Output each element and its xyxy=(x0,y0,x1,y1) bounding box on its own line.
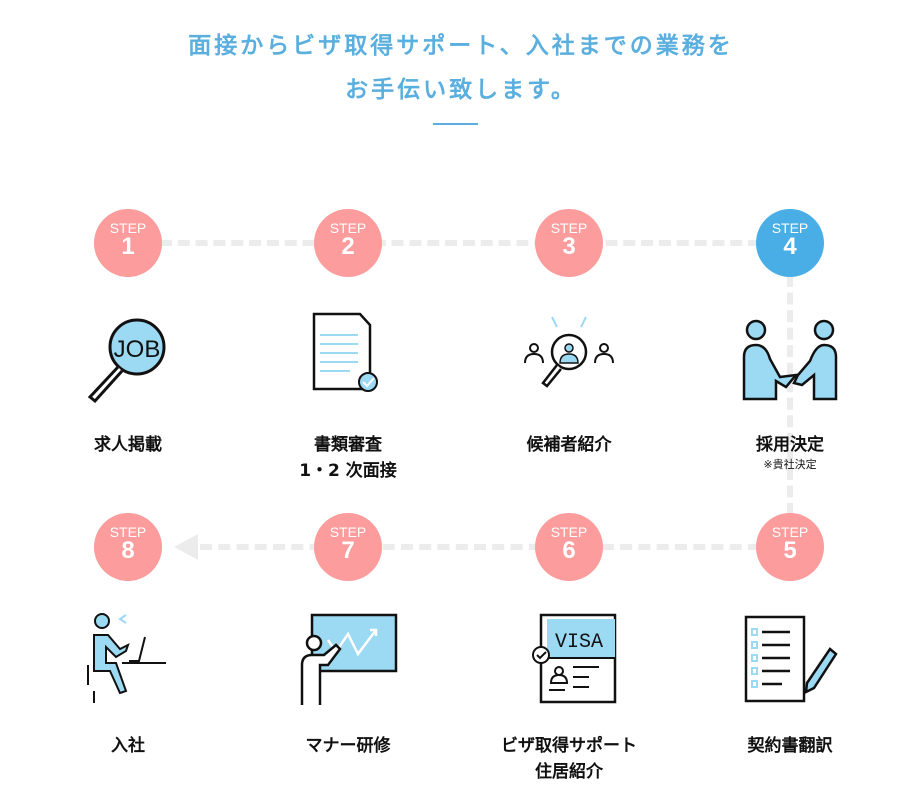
step-label-4: 採用決定※貴社決定 xyxy=(680,432,900,472)
job-search-icon: JOB xyxy=(87,318,166,404)
svg-text:JOB: JOB xyxy=(114,336,161,363)
svg-text:VISA: VISA xyxy=(555,631,603,654)
step-label-5: 契約書翻訳 xyxy=(747,736,833,756)
connector-row-1 xyxy=(160,240,760,246)
handshake-icon xyxy=(742,319,838,401)
step-label-1: 求人掲載 xyxy=(94,435,162,455)
heading-line-1: 面接からビザ取得サポート、入社までの業務を xyxy=(188,33,734,59)
contract-pen-icon xyxy=(744,615,838,703)
office-worker-icon xyxy=(87,613,166,703)
step-label-6: ビザ取得サポート住居紹介 xyxy=(501,736,637,782)
heading-divider xyxy=(433,123,478,125)
step-label-8: 入社 xyxy=(111,736,145,756)
step-label-7: マナー研修 xyxy=(305,736,391,756)
step-note-4: ※貴社決定 xyxy=(763,458,817,471)
step-label-3: 候補者紹介 xyxy=(526,435,612,455)
heading-line-2: お手伝い致します。 xyxy=(345,77,577,103)
arrow-left-icon xyxy=(174,534,198,560)
candidate-search-icon xyxy=(524,316,614,388)
document-check-icon xyxy=(312,312,378,392)
visa-card-icon: VISA xyxy=(532,613,617,704)
connector-vertical xyxy=(787,275,793,515)
connector-row-2 xyxy=(200,544,760,550)
training-board-icon xyxy=(300,613,398,705)
